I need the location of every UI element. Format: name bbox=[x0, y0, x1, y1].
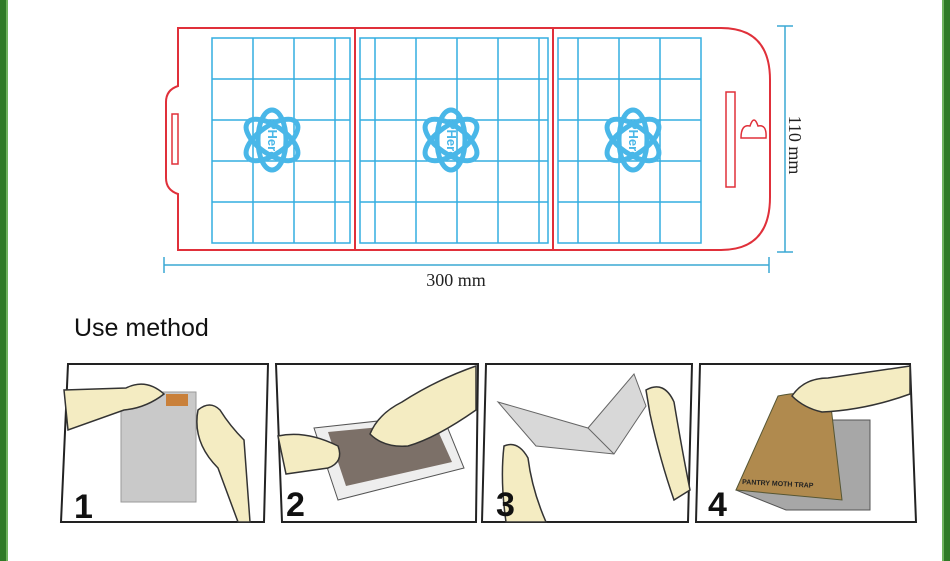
step-2-panel: 2 bbox=[274, 363, 480, 524]
logo-center bbox=[422, 107, 480, 173]
logo-text-left: PHero bbox=[265, 121, 280, 159]
step-4-trap-label: PANTRY MOTH TRAP bbox=[742, 479, 814, 490]
hanger-tab bbox=[740, 119, 767, 139]
width-dimension-line bbox=[163, 257, 770, 273]
use-method-heading: Use method bbox=[74, 314, 209, 342]
step-4-hand bbox=[791, 365, 911, 413]
step-1-bag bbox=[120, 391, 197, 503]
step-3-hand-left bbox=[501, 443, 548, 523]
step-1-hand-left bbox=[63, 383, 166, 432]
step-2-number: 2 bbox=[286, 486, 305, 524]
step-1-number: 1 bbox=[74, 488, 93, 526]
left-tab-slot bbox=[171, 113, 179, 165]
logo-text-center: PHero bbox=[444, 121, 459, 159]
step-3-hand-right bbox=[645, 386, 691, 502]
step-3-number: 3 bbox=[496, 486, 515, 524]
usage-steps: 1 2 3 PANTRY MOTH TRAP 4 bbox=[59, 363, 918, 526]
step-1-hand-right bbox=[196, 404, 251, 523]
step-2-hand-left bbox=[277, 433, 341, 475]
right-tab-slot bbox=[725, 91, 736, 188]
trap-dimension-diagram: PHero PHero PHero 110 mm 300 mm bbox=[163, 25, 805, 290]
logo-text-right: PHero bbox=[626, 121, 641, 159]
trap-outline bbox=[165, 27, 771, 251]
height-dimension-line bbox=[777, 25, 793, 253]
logo-right bbox=[604, 107, 662, 173]
step-2-hand-top bbox=[369, 364, 477, 447]
logo-left bbox=[243, 107, 301, 173]
step-4-number: 4 bbox=[708, 486, 727, 524]
height-label: 110 mm bbox=[785, 116, 805, 175]
step-4-panel: PANTRY MOTH TRAP 4 bbox=[694, 363, 918, 524]
width-label: 300 mm bbox=[426, 270, 486, 290]
step-1-panel: 1 bbox=[59, 363, 270, 526]
step-3-panel: 3 bbox=[480, 363, 694, 524]
